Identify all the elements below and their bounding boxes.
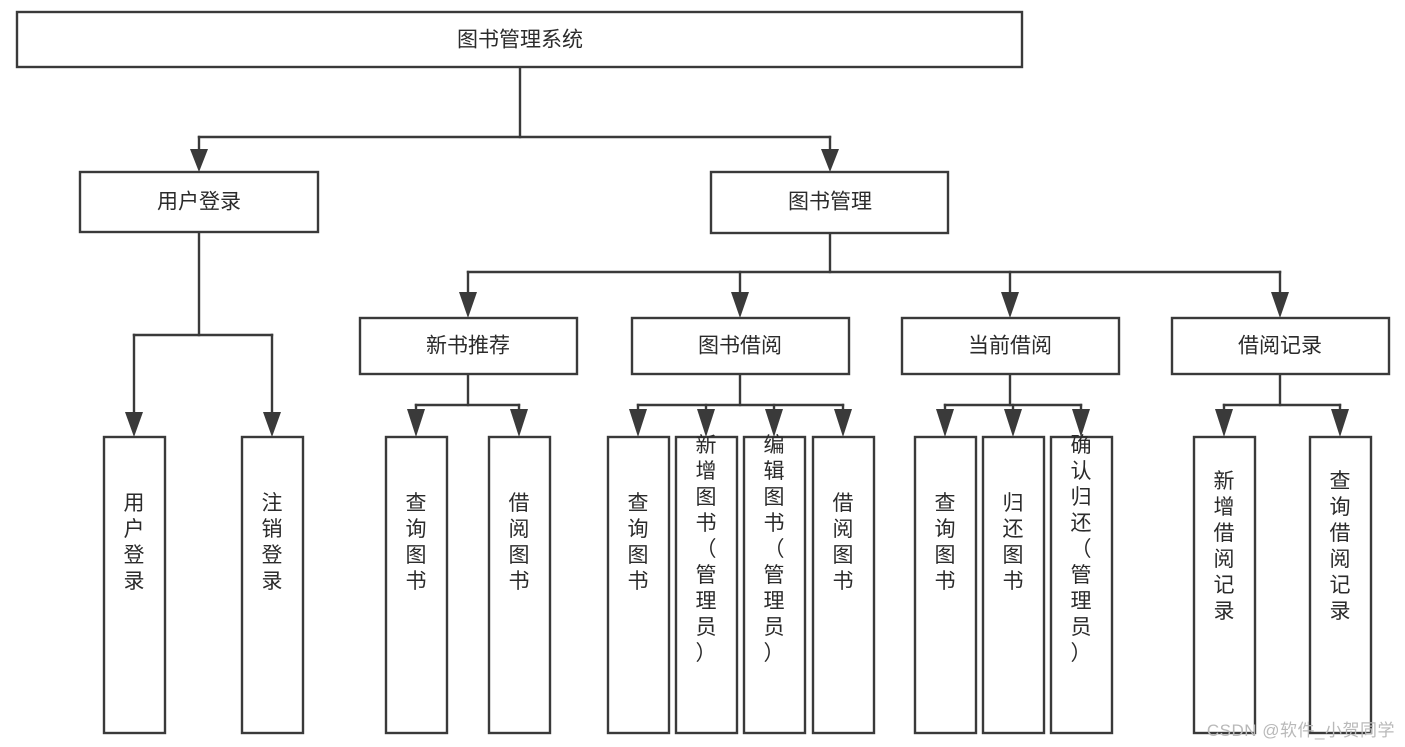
node-leaf-borrow-book-2-box[interactable] — [811, 435, 876, 735]
node-leaf-user-login-label: 用户登录 — [124, 492, 145, 593]
node-leaf-borrow-book-2[interactable]: 借阅图书 — [811, 435, 876, 735]
node-user-login-box[interactable] — [78, 170, 320, 234]
node-borrow-record[interactable]: 借阅记录 — [1170, 316, 1391, 376]
node-leaf-query-record-label: 查询借阅记录 — [1330, 470, 1351, 623]
node-leaf-borrow-book-1[interactable]: 借阅图书 — [487, 435, 552, 735]
node-leaf-query-book-3-label: 查询图书 — [935, 492, 956, 593]
node-current-borrow-box[interactable] — [900, 316, 1121, 376]
arrow-head-user-login — [190, 149, 208, 172]
node-user-login-label: 用户登录 — [157, 191, 241, 214]
leaf-nodes-layer: 用户登录 注销登录 查询图书 借阅图书 查询图书 新增图书（管理员） — [102, 434, 1373, 735]
node-leaf-borrow-book-1-box[interactable] — [487, 435, 552, 735]
arrow-head-current-borrow — [1001, 292, 1019, 318]
node-leaf-borrow-book-2-label: 借阅图书 — [833, 492, 854, 593]
node-root-label: 图书管理系统 — [457, 29, 583, 52]
node-user-login[interactable]: 用户登录 — [78, 170, 320, 234]
node-current-borrow-label: 当前借阅 — [968, 335, 1052, 358]
node-new-book-rec-box[interactable] — [358, 316, 579, 376]
arrow-head-leaf-borrow-book-2 — [834, 409, 852, 437]
node-leaf-confirm-return[interactable]: 确认归还（管理员） — [1049, 434, 1114, 735]
node-leaf-add-record[interactable]: 新增借阅记录 — [1192, 435, 1257, 735]
node-root-box[interactable] — [15, 10, 1024, 69]
node-leaf-add-book-box[interactable] — [674, 435, 739, 735]
node-leaf-add-record-label: 新增借阅记录 — [1214, 470, 1235, 623]
node-root[interactable]: 图书管理系统 — [15, 10, 1024, 69]
arrow-head-book-borrow — [731, 292, 749, 318]
arrow-head-leaf-return-book — [1004, 409, 1022, 437]
node-leaf-edit-book[interactable]: 编辑图书（管理员） — [742, 434, 807, 735]
node-leaf-borrow-book-1-label: 借阅图书 — [509, 492, 530, 593]
node-book-manage-label: 图书管理 — [788, 191, 872, 214]
node-leaf-logout-login-label: 注销登录 — [262, 492, 283, 593]
node-leaf-return-book-box[interactable] — [981, 435, 1046, 735]
node-borrow-record-box[interactable] — [1170, 316, 1391, 376]
node-leaf-add-book-label: 新增图书（管理员） — [696, 434, 717, 665]
node-book-manage[interactable]: 图书管理 — [709, 170, 950, 235]
node-leaf-query-book-2-label: 查询图书 — [628, 492, 649, 593]
node-leaf-edit-book-box[interactable] — [742, 435, 807, 735]
node-leaf-logout-login-box[interactable] — [240, 435, 305, 735]
arrow-head-leaf-borrow-book-1 — [510, 409, 528, 437]
arrow-head-leaf-query-book-3 — [936, 409, 954, 437]
arrow-head-leaf-confirm-return — [1072, 409, 1090, 437]
connector-layer — [125, 65, 1349, 437]
node-leaf-query-record[interactable]: 查询借阅记录 — [1308, 435, 1373, 735]
node-current-borrow[interactable]: 当前借阅 — [900, 316, 1121, 376]
arrow-head-leaf-query-record — [1331, 409, 1349, 437]
arrow-head-book-manage — [821, 149, 839, 172]
node-leaf-confirm-return-box[interactable] — [1049, 435, 1114, 735]
arrow-head-leaf-query-book-2 — [629, 409, 647, 437]
node-leaf-query-book-2-box[interactable] — [606, 435, 671, 735]
node-leaf-query-book-1-label: 查询图书 — [406, 492, 427, 593]
node-leaf-add-book[interactable]: 新增图书（管理员） — [674, 434, 739, 735]
arrow-head-new-book-rec — [459, 292, 477, 318]
node-book-borrow-box[interactable] — [630, 316, 851, 376]
node-book-manage-box[interactable] — [709, 170, 950, 235]
arrow-head-leaf-logout-login — [263, 412, 281, 437]
node-book-borrow[interactable]: 图书借阅 — [630, 316, 851, 376]
node-new-book-rec[interactable]: 新书推荐 — [358, 316, 579, 376]
arrow-head-leaf-user-login — [125, 412, 143, 437]
node-leaf-query-book-2[interactable]: 查询图书 — [606, 435, 671, 735]
arrow-head-leaf-add-book — [697, 409, 715, 437]
node-leaf-user-login-box[interactable] — [102, 435, 167, 735]
node-leaf-confirm-return-label: 确认归还（管理员） — [1071, 434, 1092, 665]
arrow-head-leaf-edit-book — [765, 409, 783, 437]
node-leaf-query-book-3[interactable]: 查询图书 — [913, 435, 978, 735]
arrow-head-borrow-record — [1271, 292, 1289, 318]
node-leaf-query-book-1[interactable]: 查询图书 — [384, 435, 449, 735]
node-leaf-query-book-1-box[interactable] — [384, 435, 449, 735]
node-leaf-query-book-3-box[interactable] — [913, 435, 978, 735]
node-book-borrow-label: 图书借阅 — [698, 335, 782, 358]
node-leaf-edit-book-label: 编辑图书（管理员） — [764, 434, 785, 665]
node-leaf-query-record-box[interactable] — [1308, 435, 1373, 735]
node-borrow-record-label: 借阅记录 — [1238, 335, 1322, 358]
node-leaf-return-book[interactable]: 归还图书 — [981, 435, 1046, 735]
arrow-head-leaf-add-record — [1215, 409, 1233, 437]
node-leaf-add-record-box[interactable] — [1192, 435, 1257, 735]
node-leaf-return-book-label: 归还图书 — [1003, 492, 1024, 593]
node-leaf-logout-login[interactable]: 注销登录 — [240, 435, 305, 735]
arrow-head-leaf-query-book-1 — [407, 409, 425, 437]
node-leaf-user-login[interactable]: 用户登录 — [102, 435, 167, 735]
node-new-book-rec-label: 新书推荐 — [426, 335, 510, 358]
